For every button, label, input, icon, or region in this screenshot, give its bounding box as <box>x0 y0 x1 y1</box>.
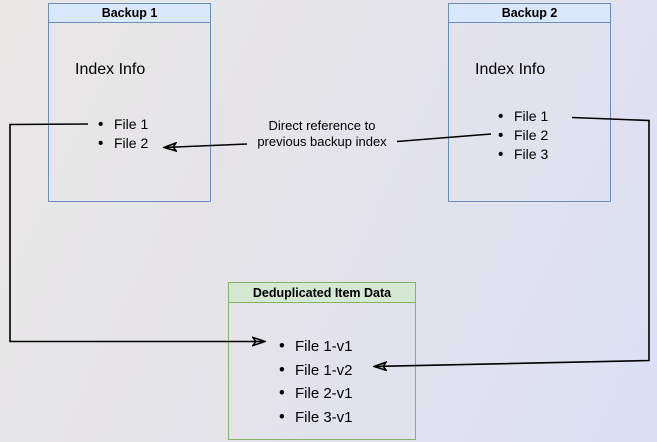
backup1-title: Backup 1 <box>101 6 158 20</box>
dedup-box: Deduplicated Item Data File 1-v1 File 1-… <box>228 282 416 440</box>
annotation-line-2: previous backup index <box>257 133 387 149</box>
file-item: File 2 <box>498 126 548 145</box>
backup1-index-info-label: Index Info <box>75 61 146 78</box>
file-item: File 1-v1 <box>279 335 353 359</box>
backup2-header: Backup 2 <box>449 4 610 23</box>
file-item: File 3-v1 <box>279 406 353 430</box>
annotation-line-1: Direct reference to <box>268 118 376 133</box>
file-item: File 1 <box>498 107 548 126</box>
backup2-index-info-label: Index Info <box>475 61 546 78</box>
file-item: File 3 <box>498 145 548 164</box>
backup2-box: Backup 2 Index Info File 1 File 2 File 3 <box>448 3 611 202</box>
backup1-header: Backup 1 <box>49 4 210 23</box>
direct-reference-annotation: Direct reference to previous backup inde… <box>229 118 415 149</box>
dedup-header: Deduplicated Item Data <box>229 283 415 303</box>
backup2-title: Backup 2 <box>501 6 558 20</box>
file-item: File 1 <box>98 115 148 134</box>
file-item: File 1-v2 <box>279 359 353 383</box>
backup2-file-list: File 1 File 2 File 3 <box>498 107 548 164</box>
dedup-title: Deduplicated Item Data <box>252 285 392 300</box>
backup1-file-list: File 1 File 2 <box>98 115 148 153</box>
file-item: File 2 <box>98 134 148 153</box>
dedup-file-list: File 1-v1 File 1-v2 File 2-v1 File 3-v1 <box>279 335 353 429</box>
file-item: File 2-v1 <box>279 382 353 406</box>
backup1-box: Backup 1 Index Info File 1 File 2 <box>48 3 211 202</box>
